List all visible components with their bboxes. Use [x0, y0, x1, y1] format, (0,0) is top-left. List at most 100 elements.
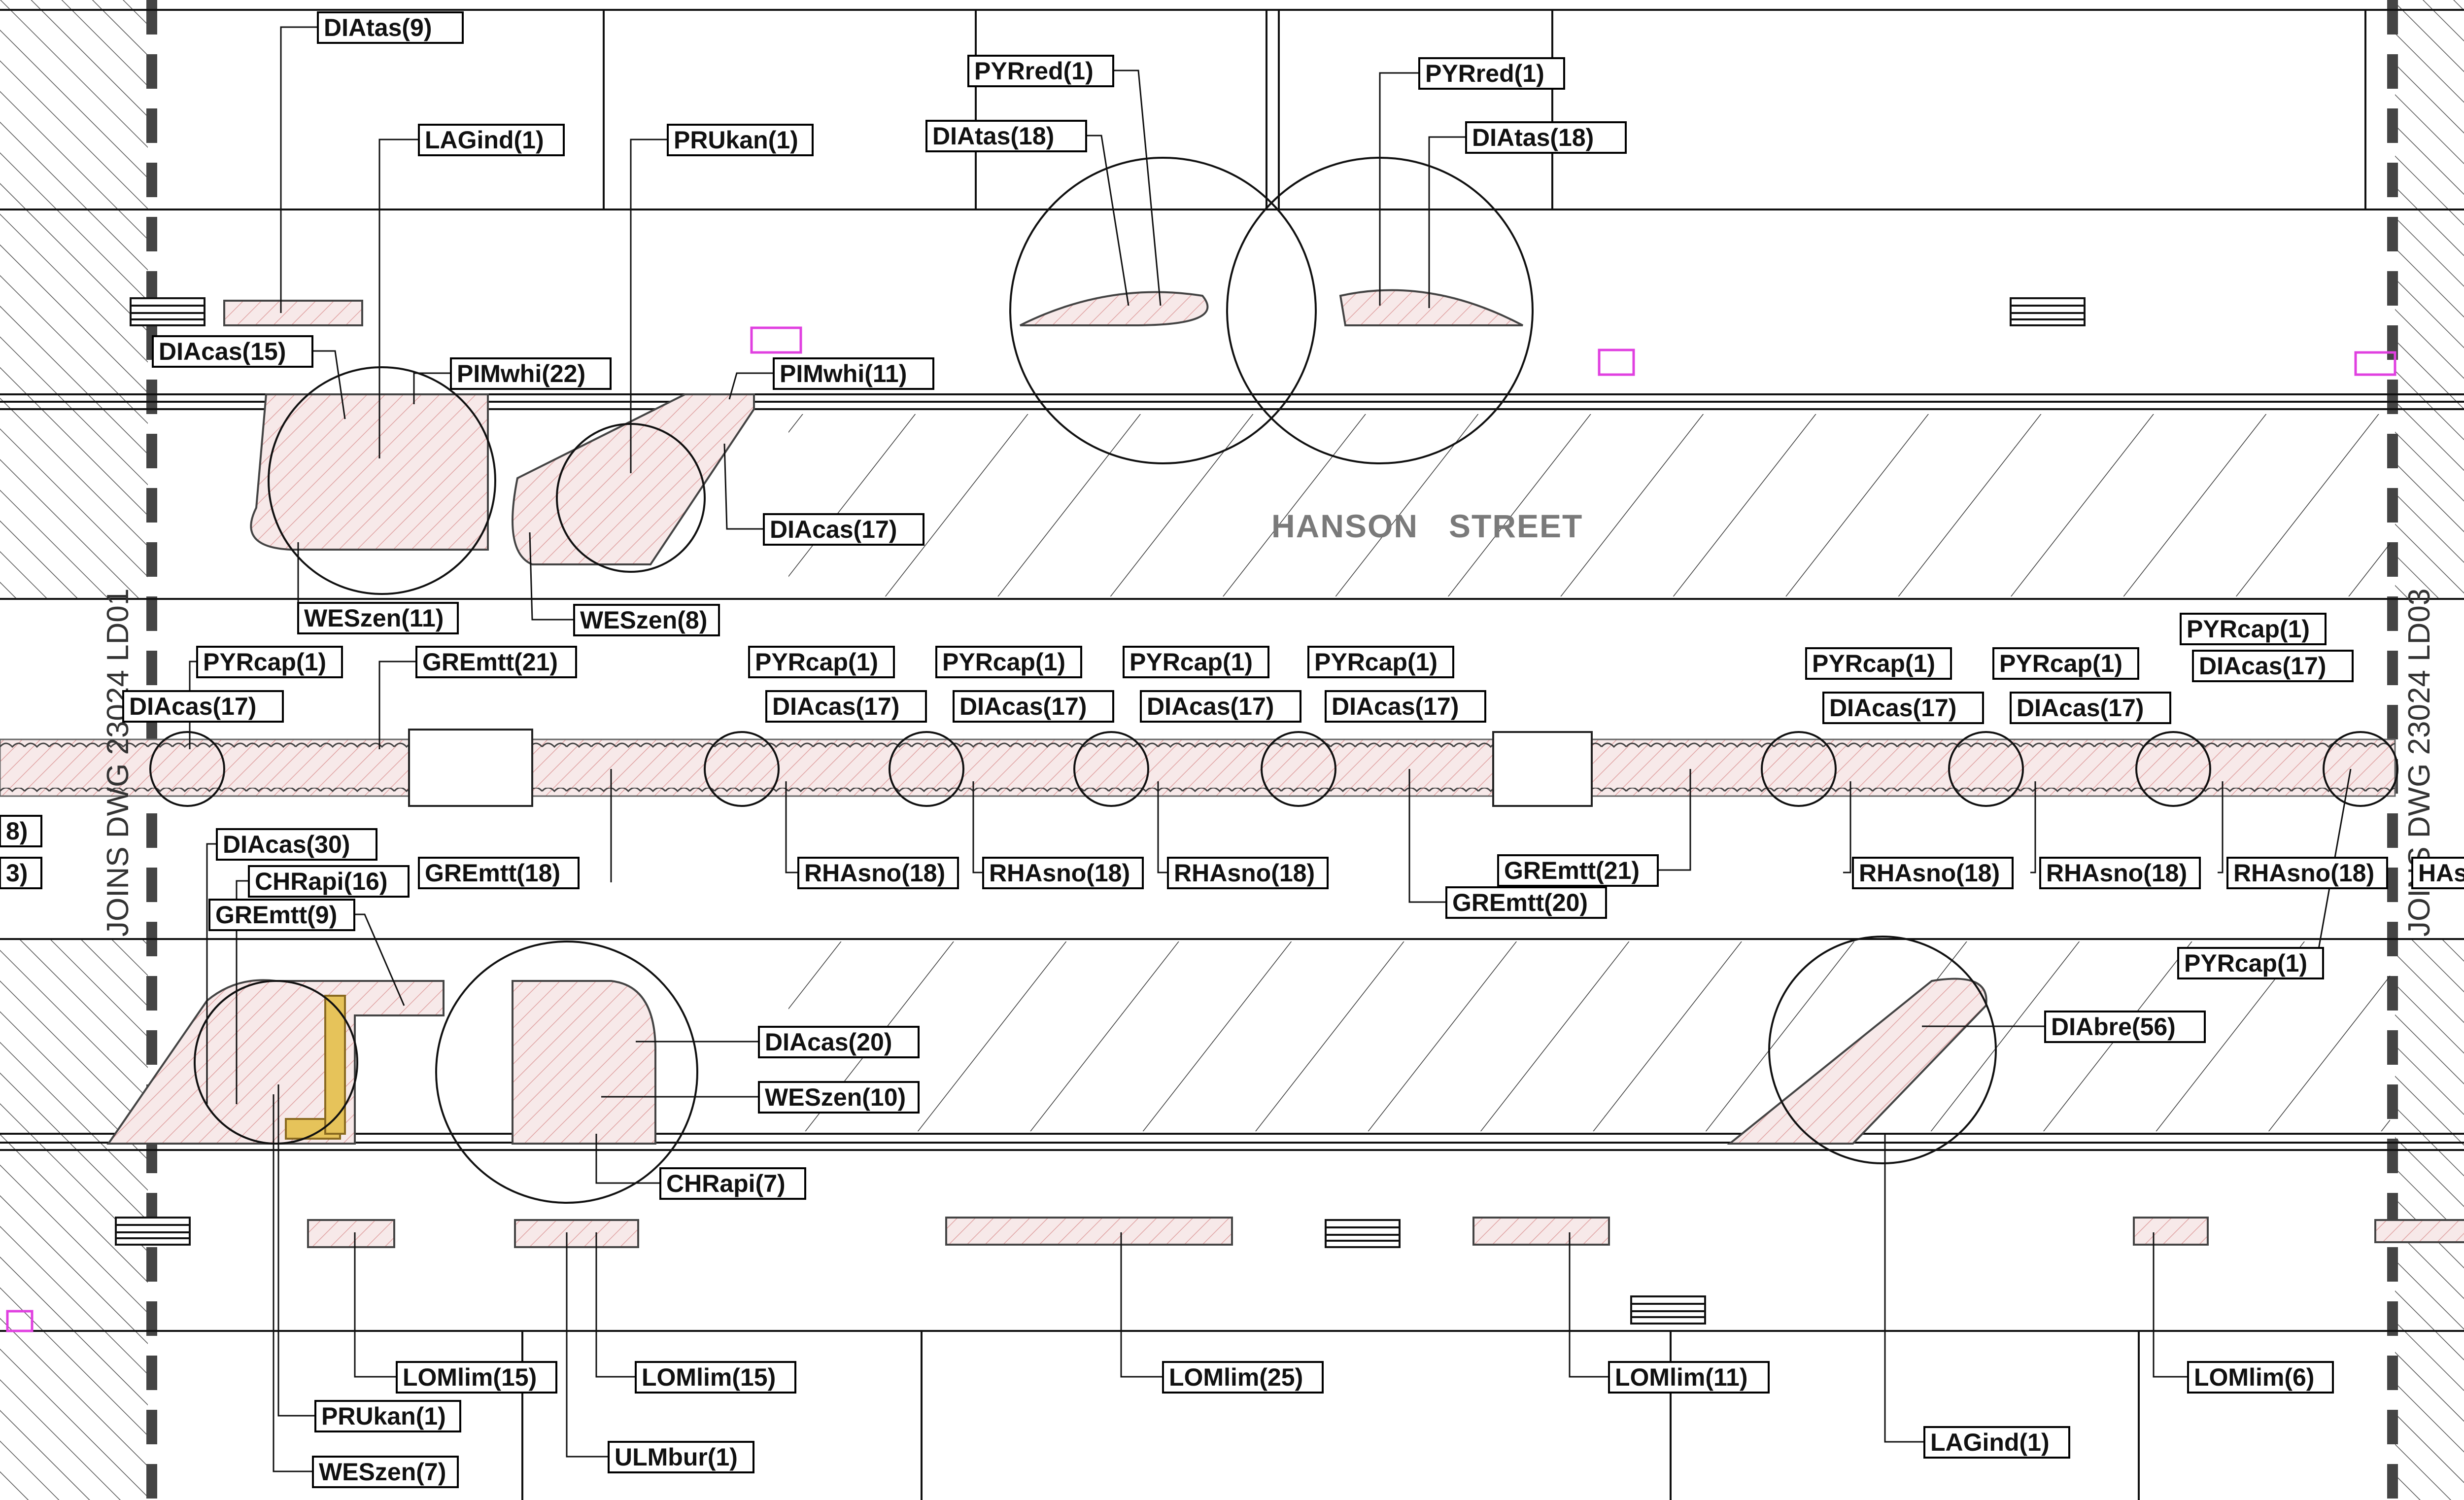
match-line-left-text: JOINS DWG 23024 LD01: [101, 589, 135, 937]
plant-label-box: [1992, 647, 2139, 680]
tree-canopies: [149, 157, 2398, 1204]
magenta-markers: [6, 326, 2396, 1332]
plant-label-box: [758, 1026, 920, 1058]
plant-label-box: [1162, 1361, 1324, 1394]
street-name-word-1: HANSON: [1271, 508, 1418, 544]
plant-label: ULMbur(1): [615, 1443, 738, 1471]
plant-label: LOMlim(15): [642, 1363, 776, 1391]
plant-label: GREmtt(21): [1504, 857, 1640, 884]
plant-label-box: [748, 646, 895, 678]
plant-label-box: [2177, 947, 2324, 979]
north-carriageway: [788, 414, 2390, 596]
plant-label: GREmtt(20): [1452, 889, 1588, 916]
plant-label-box: [2044, 1011, 2206, 1043]
plant-label-box: [2039, 857, 2201, 889]
plant-label: GREmtt(21): [422, 648, 558, 676]
edge-label-box: [0, 857, 42, 889]
plant-label-box: [122, 690, 284, 723]
plant-label-box: [659, 1167, 806, 1200]
edge-label: 8): [6, 817, 28, 845]
plant-label: WESzen(7): [319, 1458, 446, 1486]
plant-label: WESzen(8): [580, 606, 707, 634]
plant-label-box: [196, 646, 343, 678]
plant-label: DIAcas(15): [159, 338, 286, 365]
plant-label-box: [450, 357, 612, 390]
plant-label: PYRcap(1): [2184, 949, 2307, 977]
plant-label-box: [1307, 646, 1454, 678]
edge-label-box: [2411, 857, 2464, 889]
plant-label-box: [317, 11, 464, 44]
plant-label: CHRapi(16): [255, 868, 387, 895]
plant-label-box: [935, 646, 1082, 678]
plant-label-box: [248, 865, 410, 898]
plant-label-box: [758, 1081, 920, 1114]
plant-label: DIAbre(56): [2051, 1013, 2176, 1041]
edge-label: 3): [6, 859, 28, 887]
plant-label-box: [1805, 647, 1952, 680]
plant-label: PYRcap(1): [755, 648, 878, 676]
plant-label: DIAcas(17): [2199, 652, 2326, 680]
plant-label-box: [982, 857, 1144, 889]
plant-label: DIAcas(17): [772, 693, 899, 720]
edge-label: HAsn: [2418, 859, 2464, 887]
street-name-word-2: STREET: [1449, 508, 1583, 544]
plant-label-box: [2226, 857, 2388, 889]
drainage-grates: [115, 297, 2086, 1325]
central-median-planting: [0, 729, 2396, 807]
plant-label-box: [763, 513, 924, 546]
plant-label-box: [667, 124, 814, 156]
plant-label: LOMlim(25): [1169, 1363, 1303, 1391]
plant-label: PYRcap(1): [1812, 650, 1935, 677]
plant-label: PYRcap(1): [1314, 648, 1437, 676]
plant-label-box: [608, 1441, 754, 1473]
plant-label: DIAcas(17): [770, 516, 897, 543]
plant-label-box: [396, 1361, 557, 1394]
plant-label-box: [1822, 692, 1984, 724]
plant-label-box: [2187, 1361, 2334, 1394]
plant-label-box: [1608, 1361, 1770, 1394]
plant-label-box: [1497, 854, 1659, 887]
plant-label: RHAsno(18): [2046, 859, 2187, 887]
plant-label: LOMlim(15): [403, 1363, 537, 1391]
plant-label-box: [1123, 646, 1269, 678]
plant-label: WESzen(10): [765, 1083, 906, 1111]
plant-label: DIAcas(30): [223, 831, 350, 858]
plant-label: RHAsno(18): [989, 859, 1130, 887]
plant-label-box: [418, 124, 565, 156]
plant-label-box: [1167, 857, 1329, 889]
plant-label: DIAtas(9): [324, 14, 432, 41]
plant-label-box: [925, 120, 1087, 152]
plant-label: GREmtt(9): [215, 901, 337, 929]
plant-label-box: [418, 857, 580, 889]
plant-label-box: [1852, 857, 2014, 889]
plant-label: RHAsno(18): [804, 859, 945, 887]
plant-label: DIAtas(18): [932, 122, 1054, 150]
plant-label-box: [152, 335, 313, 368]
plant-label: PYRcap(1): [2187, 615, 2310, 643]
plant-label: PRUkan(1): [674, 126, 798, 154]
plant-label-box: [2180, 613, 2327, 645]
plant-label: RHAsno(18): [1174, 859, 1315, 887]
plant-label: PYRcap(1): [942, 648, 1065, 676]
plant-label: PIMwhi(11): [780, 360, 907, 387]
plant-label-box: [1445, 886, 1607, 919]
plant-label: DIAcas(17): [1147, 693, 1274, 720]
plant-label: DIAcas(17): [1332, 693, 1459, 720]
plant-label-box: [2192, 650, 2354, 682]
plant-label: PYRcap(1): [203, 648, 326, 676]
plant-label: LOMlim(6): [2194, 1363, 2314, 1391]
edge-label-box: [0, 815, 42, 847]
plant-label-box: [1923, 1426, 2070, 1459]
plant-label-box: [415, 646, 577, 678]
plant-label: PYRcap(1): [1999, 650, 2122, 677]
plant-label: LAGind(1): [1930, 1429, 2050, 1456]
plant-label: PIMwhi(22): [457, 360, 585, 387]
plant-label-box: [1140, 690, 1301, 723]
plant-label-box: [773, 357, 934, 390]
plant-labels: DIAtas(9)LAGind(1)PRUkan(1)PYRred(1)DIAt…: [0, 11, 2464, 1488]
south-planting-beds: [106, 977, 2464, 1248]
north-planting-beds: [223, 289, 1523, 565]
plant-label: DIAcas(17): [129, 693, 256, 720]
plant-label: LOMlim(11): [1615, 1363, 1747, 1391]
